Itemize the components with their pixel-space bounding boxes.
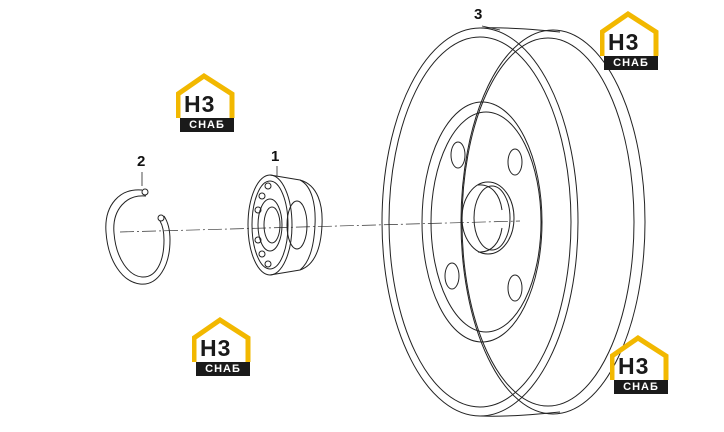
retaining-ring-icon (105, 188, 171, 285)
watermark-logo-bottom-right: H3 СНАБ (606, 334, 670, 398)
logo-mark: H3 (608, 29, 640, 55)
logo-text: СНАБ (196, 362, 250, 376)
logo-mark: H3 (184, 91, 216, 117)
logo-text: СНАБ (180, 118, 234, 132)
callout-3-leader (481, 25, 501, 31)
pulley-icon (381, 27, 646, 417)
logo-mark: H3 (200, 335, 232, 361)
watermark-logo-top-left: H3 СНАБ (172, 72, 236, 136)
logo-roof-icon (176, 72, 235, 118)
callout-3-label: 3 (474, 6, 483, 23)
watermark-logo-top-right: H3 СНАБ (596, 10, 660, 74)
assembly-axis-line (119, 220, 521, 233)
logo-text: СНАБ (614, 380, 668, 394)
logo-mark: H3 (618, 353, 650, 379)
logo-text: СНАБ (604, 56, 658, 70)
logo-roof-icon (600, 10, 659, 56)
callout-1-label: 1 (271, 148, 280, 165)
watermark-logo-bottom-left: H3 СНАБ (188, 316, 252, 380)
logo-roof-icon (192, 316, 251, 362)
logo-roof-icon (610, 334, 669, 380)
bearing-icon (247, 174, 323, 276)
callout-2-label: 2 (137, 153, 146, 170)
